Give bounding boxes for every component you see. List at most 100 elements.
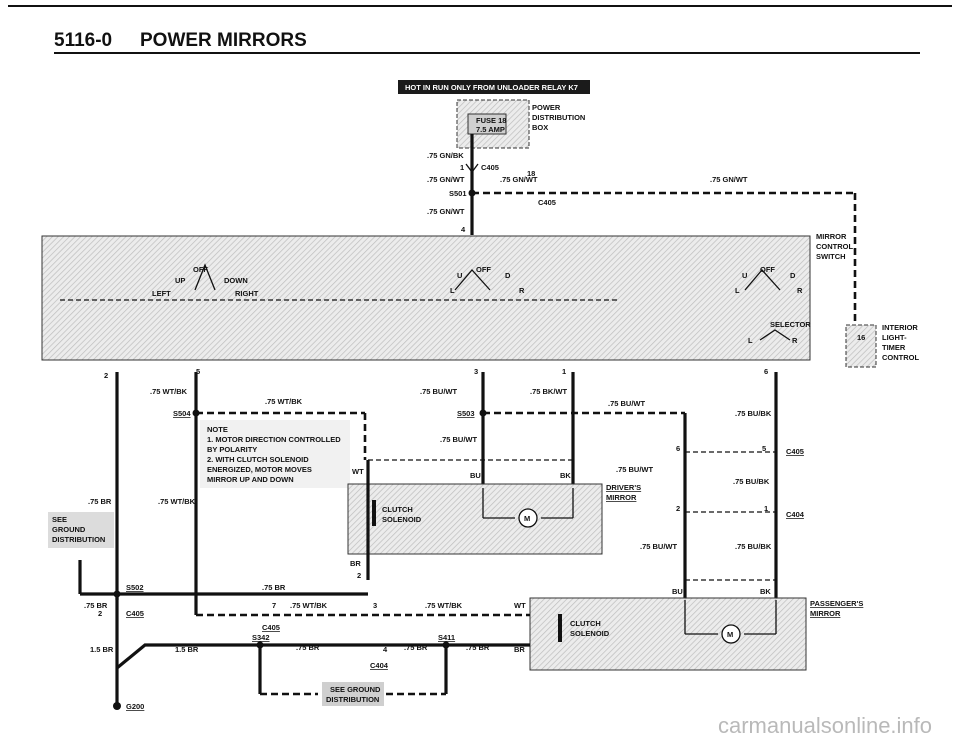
wire-label-br-pass: BR — [514, 645, 525, 654]
connector-c404-right: C404 — [786, 510, 805, 519]
pin-label-2-c405: 2 — [98, 609, 102, 618]
pin-label-2-driver: 2 — [357, 571, 361, 580]
driver-clutch-label-1: CLUTCH — [382, 505, 413, 514]
splice-s504: S504 — [173, 409, 191, 418]
ground-g200-icon — [113, 702, 121, 710]
pin-label-6: 6 — [764, 367, 768, 376]
switch-u-mid: U — [457, 271, 462, 280]
connector-c405-bottom: C405 — [262, 623, 280, 632]
see-ground-left-1: SEE — [52, 515, 67, 524]
timer-label-3: TIMER — [882, 343, 906, 352]
wire-label-br-driver: BR — [350, 559, 361, 568]
connector-c405-top: C405 — [481, 163, 499, 172]
passenger-clutch-label-1: CLUTCH — [570, 619, 601, 628]
wire-label-bu-bk-3: .75 BU/BK — [735, 542, 772, 551]
wire-label-bu-wt-3: .75 BU/WT — [440, 435, 478, 444]
drivers-mirror-label-2: MIRROR — [606, 493, 637, 502]
see-ground-box-bottom — [322, 682, 384, 706]
switch-off-left: OFF — [193, 265, 208, 274]
switch-down: DOWN — [224, 276, 248, 285]
splice-s503: S503 — [457, 409, 475, 418]
selector-r: R — [792, 336, 798, 345]
watermark: carmanualsonline.info — [718, 713, 932, 738]
switch-l-right: L — [735, 286, 740, 295]
ground-g200: G200 — [126, 702, 144, 711]
wire-label-bu-wt-5: .75 BU/WT — [640, 542, 678, 551]
wire-br15-bottom — [115, 643, 530, 670]
connector-c404-bottom: C404 — [370, 661, 389, 670]
wire-label-bu-wt-1: .75 BU/WT — [420, 387, 458, 396]
passenger-motor-icon — [721, 624, 741, 644]
splice-s501: S501 — [449, 189, 467, 198]
wire-label-wt-bk-2: .75 WT/BK — [265, 397, 303, 406]
switch-off-right: OFF — [760, 265, 775, 274]
note-line-1: NOTE — [207, 425, 228, 434]
splice-s411: S411 — [438, 633, 455, 642]
pin-label-3: 3 — [474, 367, 478, 376]
connector-c405-feed: C405 — [538, 198, 556, 207]
switch-r-mid: R — [519, 286, 525, 295]
wire-label-br-left: .75 BR — [88, 497, 112, 506]
connector-c405-left: C405 — [126, 609, 144, 618]
interior-light-timer-box — [845, 324, 877, 368]
see-ground-box-left — [48, 512, 114, 548]
page-title: POWER MIRRORS — [140, 30, 307, 51]
wire-label-bu-wt-4: .75 BU/WT — [616, 465, 654, 474]
pd-box-label-1: POWER — [532, 103, 561, 112]
hot-in-run-banner — [398, 80, 590, 94]
switch-label-1: MIRROR — [816, 232, 847, 241]
switch-d-right: D — [790, 271, 796, 280]
wire-label-bk-pass: BK — [760, 587, 771, 596]
pin-label-7: 7 — [272, 601, 276, 610]
wire-label-gn-wt-3: .75 GN/WT — [500, 175, 538, 184]
timer-label-1: INTERIOR — [882, 323, 918, 332]
fuse-name: FUSE 18 — [476, 116, 506, 125]
banner-text: HOT IN RUN ONLY FROM UNLOADER RELAY K7 — [405, 83, 578, 92]
wire-label-bk-wt: .75 BK/WT — [530, 387, 568, 396]
wire-label-gn-wt-4: .75 GN/WT — [710, 175, 748, 184]
see-ground-bottom-1: SEE GROUND — [330, 685, 381, 694]
note-line-5: ENERGIZED, MOTOR MOVES — [207, 465, 312, 474]
wire-label-br-s411: .75 BR — [466, 643, 490, 652]
splice-s502: S502 — [126, 583, 144, 592]
pd-box-label-2: DISTRIBUTION — [532, 113, 585, 122]
see-ground-bottom-2: DISTRIBUTION — [326, 695, 379, 704]
passenger-motor-label: M — [727, 630, 733, 639]
pin-label-4-bottom: 4 — [383, 645, 388, 654]
note-box — [200, 420, 350, 488]
wire-label-wt-pass: WT — [514, 601, 526, 610]
pin-label-1-c404: 1 — [764, 504, 768, 513]
wire-label-br15-1: 1.5 BR — [90, 645, 114, 654]
page-code: 5116-0 — [54, 30, 112, 51]
switch-label-2: CONTROL — [816, 242, 853, 251]
wire-label-bk-driver: BK — [560, 471, 571, 480]
note-line-6: MIRROR UP AND DOWN — [207, 475, 294, 484]
pin-label-1: 1 — [460, 163, 464, 172]
wire-label-wt-bk-3: .75 WT/BK — [290, 601, 328, 610]
see-ground-left-2: GROUND — [52, 525, 86, 534]
drivers-mirror-box — [347, 483, 603, 555]
wire-label-bu-wt-2: .75 BU/WT — [608, 399, 646, 408]
wire-label-wt-bk-4: .75 WT/BK — [425, 601, 463, 610]
drivers-mirror-label-1: DRIVER'S — [606, 483, 641, 492]
wire-label-gn-wt-1: .75 GN/WT — [427, 175, 465, 184]
selector-arm — [759, 329, 791, 341]
wire-label-wt-bk-5: .75 WT/BK — [158, 497, 196, 506]
switch-label-3: SWITCH — [816, 252, 846, 261]
selector-label: SELECTOR — [770, 320, 811, 329]
driver-clutch-label-2: SOLENOID — [382, 515, 422, 524]
switch-left: LEFT — [152, 289, 171, 298]
switch-off-mid: OFF — [476, 265, 491, 274]
wire-label-gn-bk: .75 GN/BK — [427, 151, 464, 160]
connector-c405-right: C405 — [786, 447, 804, 456]
fuse-18 — [467, 113, 507, 135]
switch-d-mid: D — [505, 271, 511, 280]
mirror-control-switch-box — [41, 235, 811, 361]
wire-label-bu-bk-2: .75 BU/BK — [733, 477, 770, 486]
wire-label-gn-wt-2: .75 GN/WT — [427, 207, 465, 216]
switch-arm-left — [194, 263, 216, 291]
pin-label-5-c405: 5 — [762, 444, 766, 453]
pd-box-label-3: BOX — [532, 123, 548, 132]
